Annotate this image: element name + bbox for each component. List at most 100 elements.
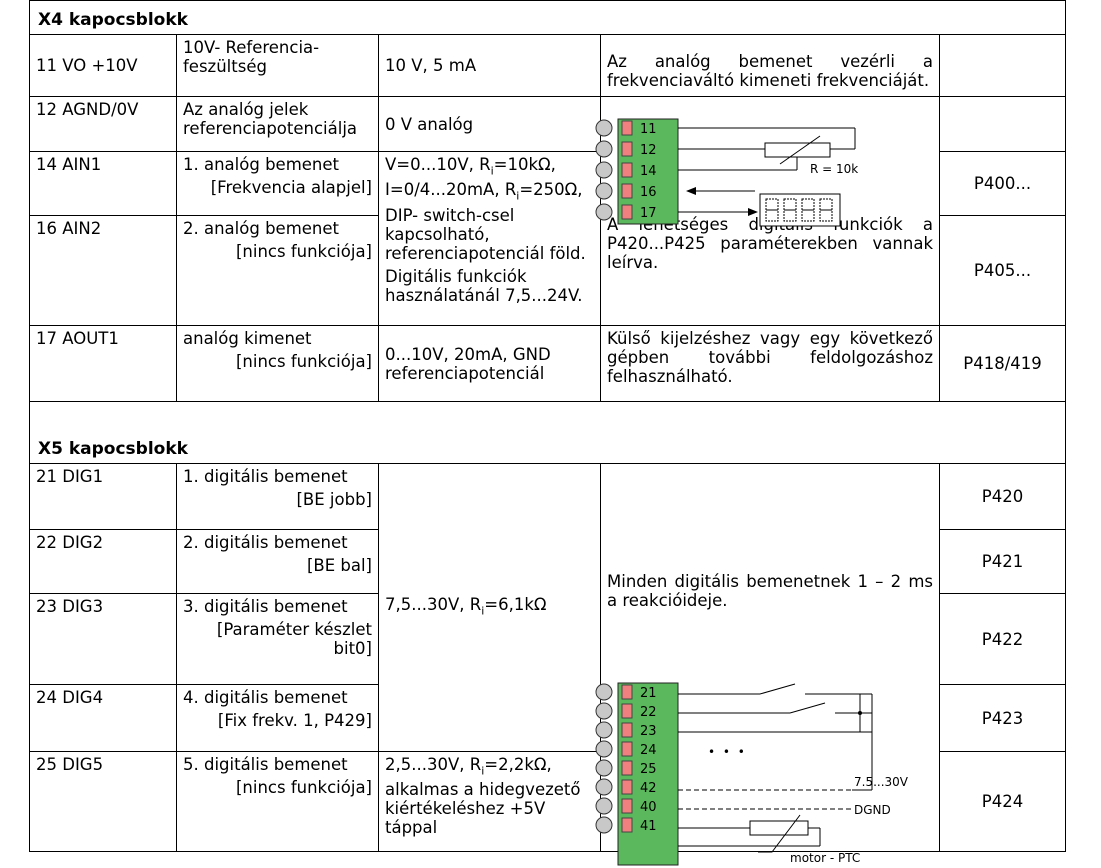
terminal-screw-icon	[595, 203, 613, 221]
terminal-pin-label: 24	[640, 743, 657, 758]
spec-line: kiértékeléshez +5V	[385, 799, 546, 819]
pin-cell: 24 DIG4	[29, 684, 177, 752]
reaction-time-note: Minden digitális bemenetnek 1 – 2 ms a r…	[607, 572, 933, 610]
param-cell: P400...	[938, 151, 1067, 216]
dig5-spec-cell: 2,5...30V, Ri=2,2kΩ, alkalmas a hidegvez…	[378, 751, 601, 852]
terminal-screw-icon	[595, 161, 613, 179]
spec-line: kapcsolható,	[385, 224, 490, 244]
table-row: 22 DIG2 2. digitális bemenet [BE bal] P4…	[29, 529, 1067, 594]
function-cell: 1. digitális bemenet [BE jobb]	[176, 463, 379, 530]
function-cell: 4. digitális bemenet [Fix frekv. 1, P429…	[176, 684, 379, 752]
terminal-screw-icon	[595, 140, 613, 158]
terminal-table: X4 kapocsblokk 11 VO +10V 10V- Referenci…	[28, 0, 1067, 852]
terminal-slot-icon	[621, 183, 633, 199]
function-line: bit0]	[333, 639, 372, 658]
function-cell: Az analóg jelek referenciapotenciálja	[176, 96, 379, 152]
voltage-label: 7.5...30V	[854, 775, 909, 789]
terminal-pin-label: 17	[640, 206, 657, 221]
function-line: 5. digitális bemenet	[183, 755, 348, 774]
terminal-pin-label: 21	[640, 686, 657, 701]
terminal-slot-icon	[621, 162, 633, 178]
terminal-slot-icon	[621, 798, 633, 814]
function-line: [BE jobb]	[296, 490, 373, 509]
param-cell: P422	[938, 593, 1067, 685]
pin-cell: 16 AIN2	[29, 215, 177, 326]
terminal-screw-icon	[595, 182, 613, 200]
spec-cell: 0...10V, 20mA, GND referenciapotenciál	[378, 325, 601, 402]
terminal-pin-label: 12	[640, 143, 657, 158]
ptc-resistor-icon	[749, 820, 809, 836]
pin-cell: 17 AOUT1	[29, 325, 177, 402]
x5-title: X5 kapocsblokk	[28, 401, 1067, 464]
function-line: 3. digitális bemenet	[183, 597, 348, 616]
terminal-slot-icon	[621, 741, 633, 757]
ptc-label: motor - PTC	[790, 851, 860, 865]
spec-line: Digitális funkciók	[385, 266, 527, 286]
function-line: feszültség	[183, 57, 267, 76]
function-line: 4. digitális bemenet	[183, 688, 348, 707]
terminal-screw-icon	[595, 683, 613, 701]
pin-cell: 22 DIG2	[29, 529, 177, 594]
dig-spec-cell: 7,5...30V, Ri=6,1kΩ	[378, 463, 601, 752]
description-text: Az analóg bemenet vezérli a frekvenciavá…	[607, 52, 933, 90]
param-cell: P420	[938, 463, 1067, 530]
terminal-pin-label: 11	[640, 122, 657, 137]
table-row: 11 VO +10V 10V- Referencia- feszültség 1…	[29, 34, 1067, 97]
spec-cell: 10 V, 5 mA	[378, 34, 601, 97]
function-line: Az analóg jelek	[183, 100, 309, 119]
terminal-pin-label: 22	[640, 705, 657, 720]
description-text: Külső kijelzéshez vagy egy következő gép…	[607, 329, 933, 386]
table-row: 21 DIG1 1. digitális bemenet [BE jobb] 7…	[29, 463, 1067, 852]
function-cell: 2. analóg bemenet [nincs funkciója]	[176, 215, 379, 326]
arrow-right-icon	[748, 208, 758, 216]
pin-cell: 11 VO +10V	[29, 34, 177, 97]
function-line: 10V- Referencia-	[183, 38, 320, 57]
function-cell: 10V- Referencia- feszültség	[176, 34, 379, 97]
terminal-slot-icon	[621, 817, 633, 833]
ain-spec-cell: V=0...10V, Ri=10kΩ, I=0/4...20mA, Ri=250…	[378, 151, 601, 326]
terminal-slot-icon	[621, 779, 633, 795]
terminal-slot-icon	[621, 684, 633, 700]
param-cell	[938, 34, 1067, 97]
spec-line: DIP- switch-csel	[385, 205, 515, 225]
param-cell: P405...	[938, 215, 1067, 326]
function-line: analóg kimenet	[183, 329, 312, 348]
pin-cell: 25 DIG5	[29, 751, 177, 852]
terminal-screw-icon	[595, 759, 613, 777]
param-cell: P424	[938, 751, 1067, 852]
terminal-slot-icon	[621, 703, 633, 719]
function-line: [BE bal]	[306, 556, 372, 575]
function-cell: 2. digitális bemenet [BE bal]	[176, 529, 379, 594]
switch-icon	[759, 683, 796, 695]
table-row: 12 AGND/0V Az analóg jelek referenciapot…	[29, 96, 1067, 326]
param-cell: P423	[938, 684, 1067, 752]
function-line: [nincs funkciója]	[235, 778, 372, 797]
table-row: 25 DIG5 5. digitális bemenet [nincs funk…	[29, 751, 1067, 852]
table-row: 23 DIG3 3. digitális bemenet [Paraméter …	[29, 593, 1067, 685]
description-cell: Az analóg bemenet vezérli a frekvenciavá…	[600, 34, 940, 97]
terminal-screw-icon	[595, 740, 613, 758]
param-cell: P421	[938, 529, 1067, 594]
terminal-slot-icon	[621, 141, 633, 157]
table-row: 17 AOUT1 analóg kimenet [nincs funkciója…	[29, 325, 1067, 402]
table-row: 16 AIN2 2. analóg bemenet [nincs funkció…	[29, 215, 1067, 326]
table-row: 24 DIG4 4. digitális bemenet [Fix frekv.…	[29, 684, 1067, 752]
terminal-pin-label: 25	[640, 762, 657, 777]
ptc-curve	[758, 814, 801, 853]
terminal-slot-icon	[621, 204, 633, 220]
function-line: 1. analóg bemenet	[183, 155, 339, 174]
terminal-screw-icon	[595, 119, 613, 137]
arrow-left-icon	[686, 187, 696, 195]
terminal-pin-label: 42	[640, 781, 657, 796]
terminal-screw-icon	[595, 702, 613, 720]
param-cell: P418/419	[938, 325, 1067, 402]
function-cell: analóg kimenet [nincs funkciója]	[176, 325, 379, 402]
terminal-slot-icon	[621, 120, 633, 136]
terminal-pin-label: 16	[640, 185, 657, 200]
terminal-pin-label: 23	[640, 724, 657, 739]
spec-line: 0...10V, 20mA, GND	[385, 344, 551, 364]
pin-cell: 21 DIG1	[29, 463, 177, 530]
description-cell: Külső kijelzéshez vagy egy következő gép…	[600, 325, 940, 402]
function-cell: 1. analóg bemenet [Frekvencia alapjel]	[176, 151, 379, 216]
dgnd-label: DGND	[854, 803, 891, 817]
